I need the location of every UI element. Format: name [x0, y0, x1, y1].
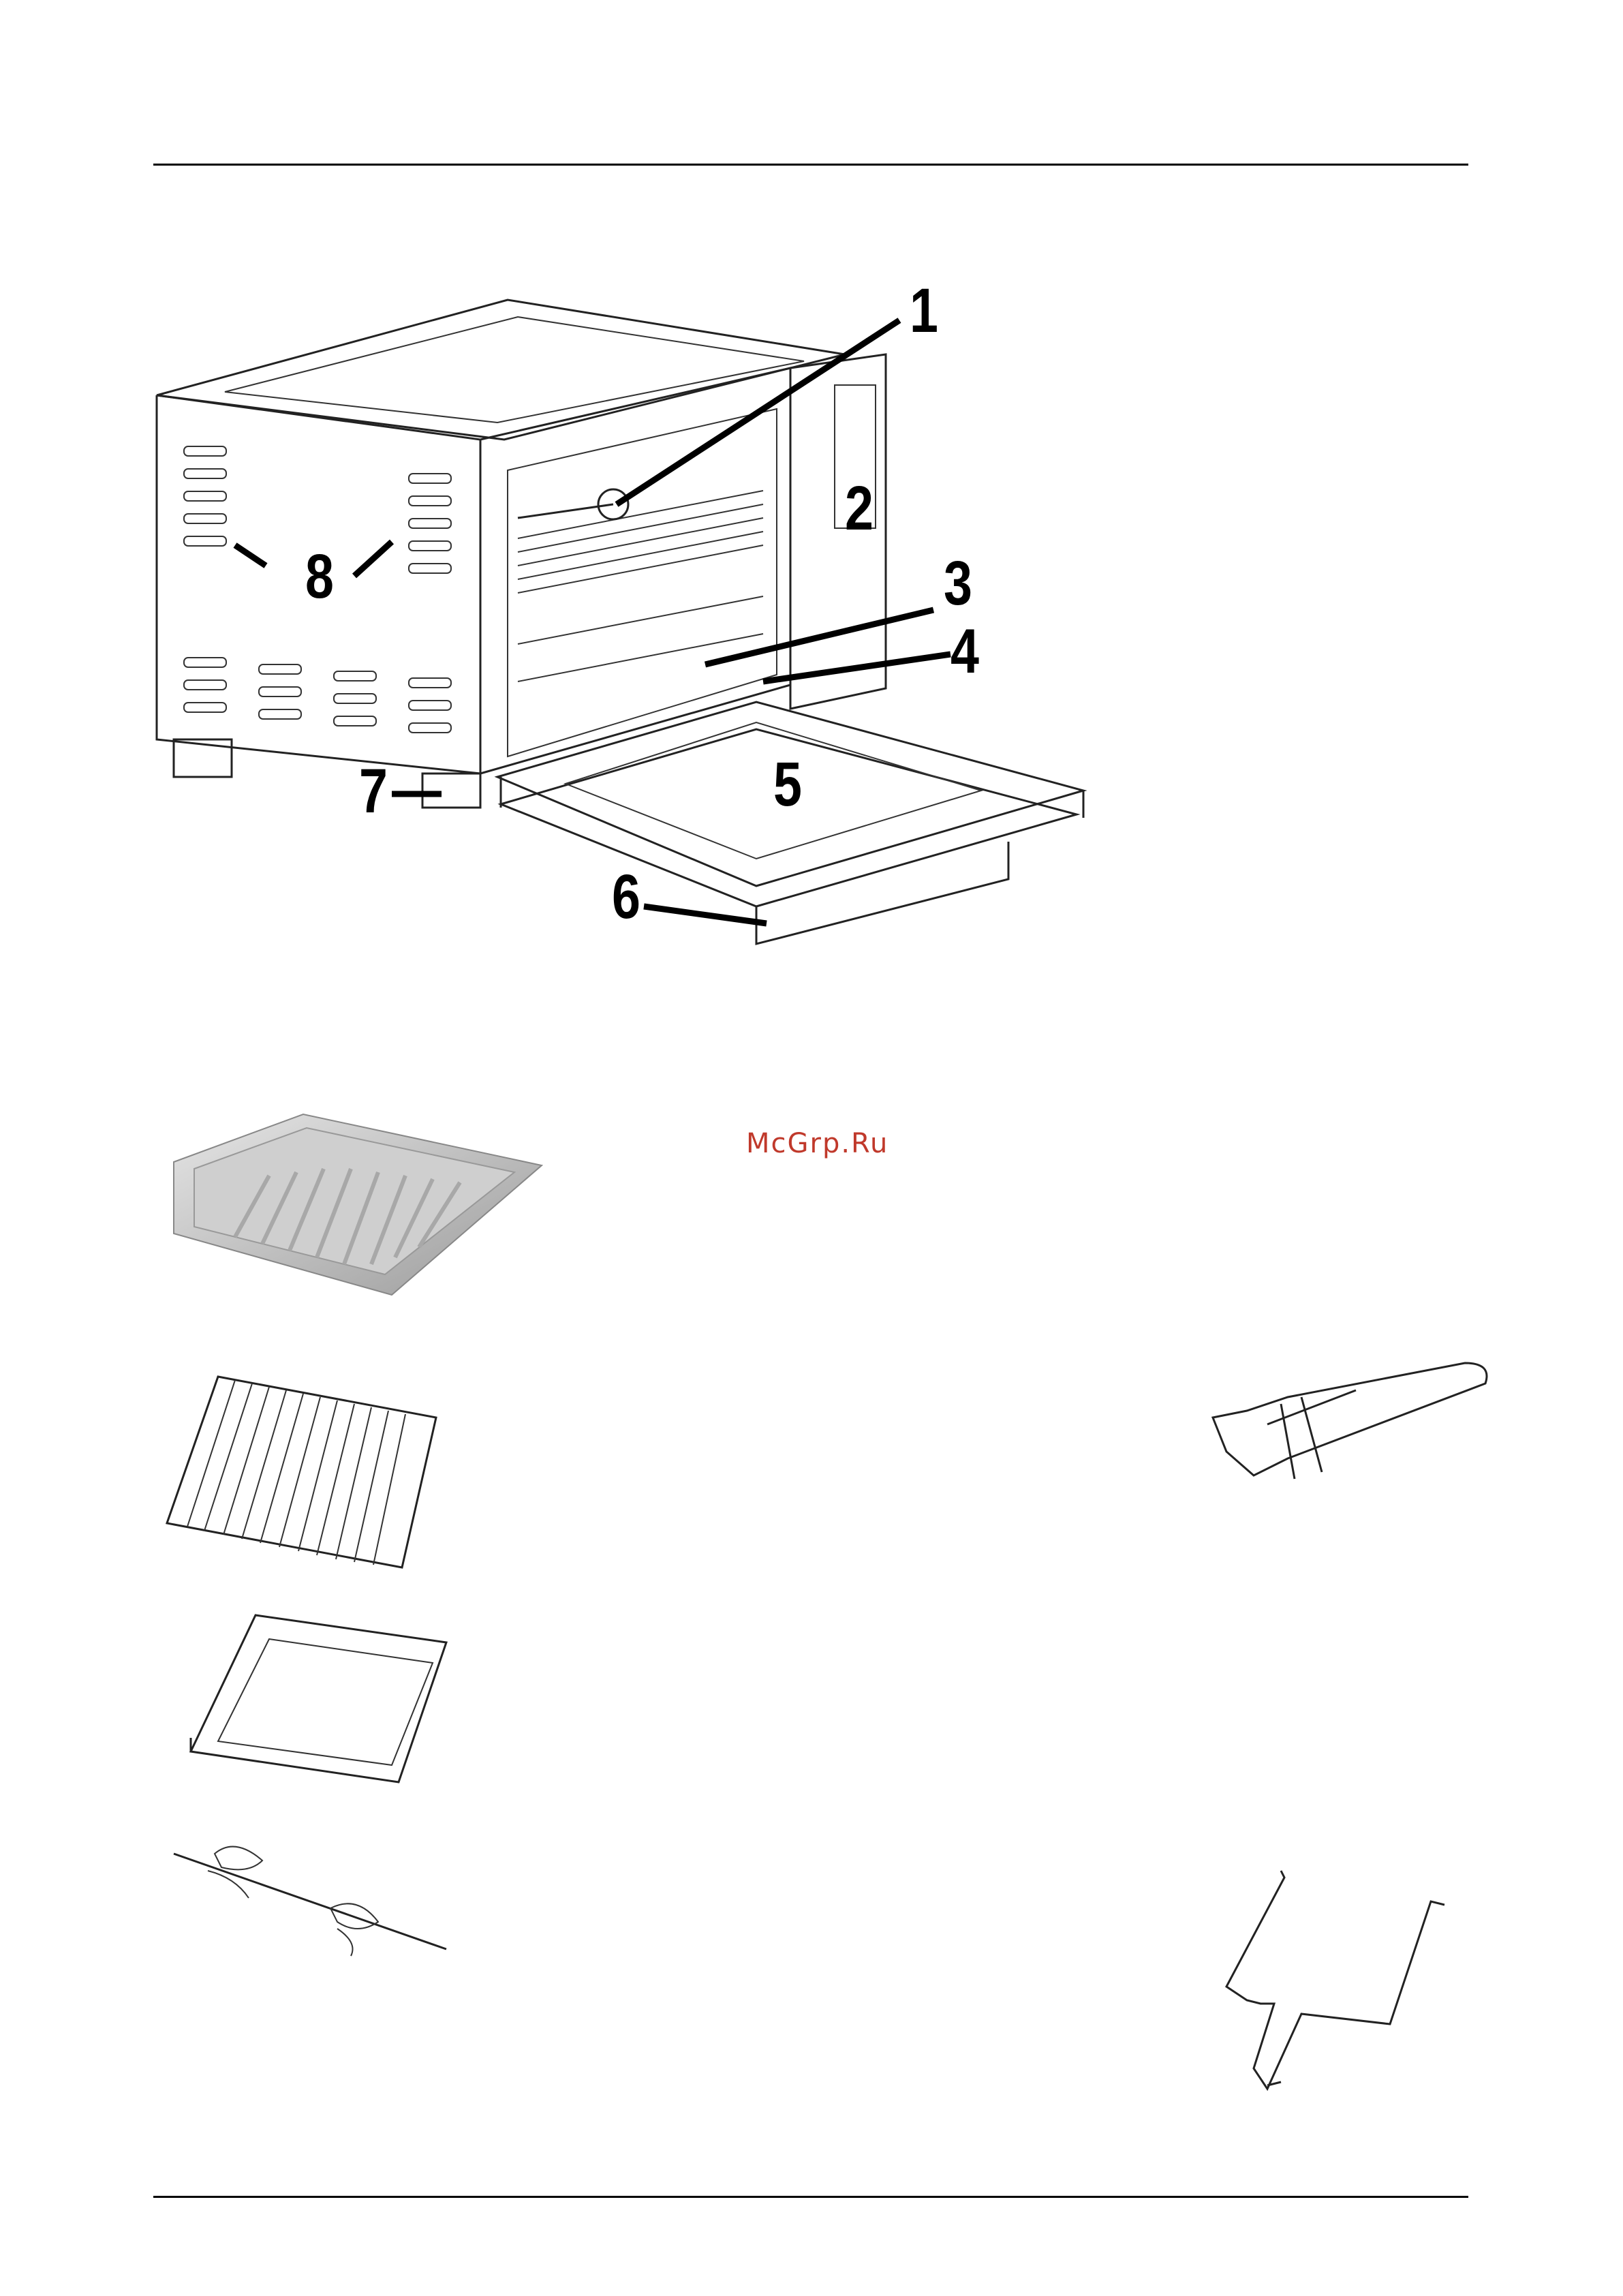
callout-8: 8: [305, 545, 334, 608]
callout-7: 7: [359, 760, 388, 823]
wire-rack-image: [164, 1370, 450, 1574]
callout-1: 1: [910, 279, 938, 342]
rack-handle-image: [1220, 1864, 1465, 2109]
callout-3: 3: [944, 552, 972, 615]
callout-4: 4: [950, 620, 979, 683]
watermark: McGrp.Ru: [746, 1128, 888, 1159]
rotisserie-fork-handle-image: [1206, 1356, 1492, 1533]
callout-5: 5: [773, 753, 802, 816]
oven-racks: [518, 489, 763, 682]
rotisserie-spit-image: [167, 1840, 453, 1976]
bottom-rule: [153, 2196, 1468, 2198]
callout-2: 2: [845, 477, 874, 540]
oven-door: [497, 702, 1083, 944]
baking-tray-image: [160, 1101, 542, 1305]
crumb-tray-image: [187, 1612, 474, 1789]
callout-6: 6: [612, 866, 640, 928]
